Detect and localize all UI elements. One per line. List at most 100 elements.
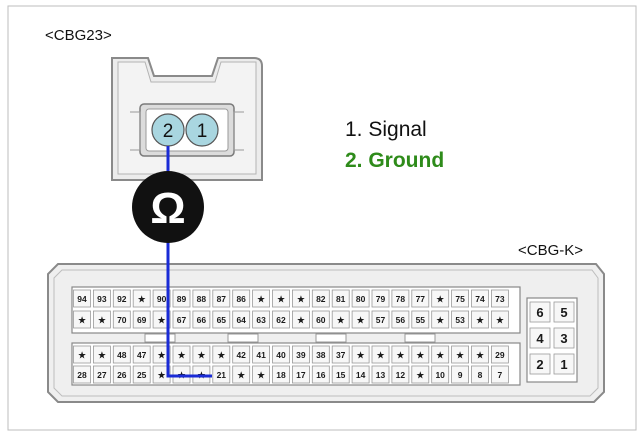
ecu-pin-cell — [192, 289, 211, 308]
ecu-pin-cell — [112, 365, 131, 384]
ecu-pin-label: 94 — [77, 294, 87, 304]
ecu-pin-label: 53 — [455, 315, 465, 325]
ecu-pin-label: 79 — [376, 294, 386, 304]
ecu-pin-cell — [93, 345, 111, 364]
ecu-side-pin-cell — [529, 327, 551, 349]
ecu-pin-label: 18 — [276, 370, 286, 380]
ecu-pin-label: ★ — [257, 294, 266, 304]
ecu-pin-cell — [112, 289, 131, 308]
ecu-pin-label: 10 — [435, 370, 445, 380]
ecu-pin-label: 67 — [177, 315, 187, 325]
ecu-pin-cell — [471, 365, 489, 384]
pin-1-socket — [185, 113, 219, 147]
ecu-pin-cell — [411, 289, 430, 308]
ohmmeter: Ω — [132, 171, 204, 243]
ecu-pin-label: ★ — [476, 350, 485, 360]
ohm-icon — [132, 171, 204, 243]
ecu-side-pin-cell — [529, 353, 551, 375]
ecu-pin-label: 82 — [316, 294, 326, 304]
ecu-pin-label: 62 — [276, 315, 286, 325]
ecu-pin-label: ★ — [98, 315, 107, 325]
ecu-pin-label: 7 — [498, 370, 503, 380]
ecu-pin-cell — [252, 365, 271, 384]
ecu-pin-label: 63 — [256, 315, 266, 325]
ecu-pin-label: 47 — [137, 350, 147, 360]
ecu-pin-cell — [371, 365, 390, 384]
ecu-pin-cell — [291, 365, 310, 384]
ecu-pin-cell — [252, 289, 271, 308]
ecu-pin-cell — [431, 289, 450, 308]
ecu-pin-label: 55 — [416, 315, 426, 325]
ecu-pin-cell — [490, 345, 509, 364]
ecu-pin-cell — [172, 289, 191, 308]
ecu-pin-label: 75 — [455, 294, 465, 304]
ecu-pin-label: 93 — [97, 294, 107, 304]
ecu-pin-label: ★ — [416, 350, 425, 360]
ecu-pin-label: ★ — [416, 370, 425, 380]
ecu-pin-cell — [411, 345, 430, 364]
ecu-pin-cell — [93, 310, 111, 329]
ecu-pin-cell — [232, 310, 251, 329]
ecu-pin-cell — [291, 289, 310, 308]
ecu-pin-label: ★ — [257, 370, 266, 380]
ecu-pin-label: 42 — [236, 350, 246, 360]
ecu-pin-cell — [272, 345, 290, 364]
ecu-pin-label: ★ — [158, 350, 167, 360]
ecu-pin-label: ★ — [496, 315, 505, 325]
ecu-pin-label: 40 — [276, 350, 286, 360]
ecu-pin-label: 15 — [336, 370, 346, 380]
ecu-pin-label: 70 — [117, 315, 127, 325]
ecu-side-pin-label: 3 — [560, 331, 567, 346]
ecu-pin-cell — [93, 365, 111, 384]
ecu-pin-cell — [73, 289, 91, 308]
ecu-pin-label: ★ — [357, 350, 366, 360]
ecu-pin-cell — [311, 310, 330, 329]
ecu-pin-cell — [451, 365, 470, 384]
ecu-pin-cell — [431, 310, 450, 329]
ecu-pin-cell — [351, 365, 370, 384]
ecu-pin-cell — [291, 310, 310, 329]
ecu-side-pin-cell — [529, 301, 551, 323]
ecu-pin-label: ★ — [377, 350, 386, 360]
ecu-pin-label: 89 — [177, 294, 187, 304]
connector-ecu-label: <CBG-K> — [518, 242, 583, 259]
ecu-pin-label: 8 — [478, 370, 483, 380]
ecu-pin-cell — [411, 310, 430, 329]
ecu-pin-cell — [212, 365, 231, 384]
ecu-pin-cell — [132, 310, 151, 329]
ecu-pin-label: 60 — [316, 315, 326, 325]
pin-1-label: 1 — [197, 121, 208, 142]
ecu-pin-label: 28 — [77, 370, 87, 380]
ecu-pin-cell — [112, 345, 131, 364]
ecu-pin-cell — [73, 310, 91, 329]
ecu-pin-label: 81 — [336, 294, 346, 304]
ecu-pin-label: 65 — [217, 315, 227, 325]
ecu-pin-label: 12 — [396, 370, 406, 380]
ecu-pin-label: 26 — [117, 370, 127, 380]
ecu-pin-cell — [371, 345, 390, 364]
ecu-pin-label: ★ — [297, 294, 306, 304]
ecu-pin-cell — [391, 365, 410, 384]
ecu-pin-label: ★ — [456, 350, 465, 360]
ecu-pin-label: 13 — [376, 370, 386, 380]
ecu-pin-cell — [331, 310, 350, 329]
ecu-side-pin-cell — [553, 353, 575, 375]
ecu-pin-cell — [272, 289, 290, 308]
ecu-side-pin-cell — [553, 301, 575, 323]
ecu-pin-cell — [172, 345, 191, 364]
ecu-pin-cell — [291, 345, 310, 364]
ecu-pin-label: 14 — [356, 370, 366, 380]
ecu-side-pin-label: 1 — [560, 357, 567, 372]
pin-2-label: 2 — [163, 121, 174, 142]
ecu-pin-cell — [311, 345, 330, 364]
ecu-pin-cell — [331, 289, 350, 308]
ecu-pin-label: ★ — [78, 350, 87, 360]
ecu-pin-cell — [371, 289, 390, 308]
ecu-pin-label: ★ — [237, 370, 246, 380]
ecu-pin-label: ★ — [158, 370, 167, 380]
ecu-pin-label: 37 — [336, 350, 346, 360]
ecu-pin-label: 56 — [396, 315, 406, 325]
